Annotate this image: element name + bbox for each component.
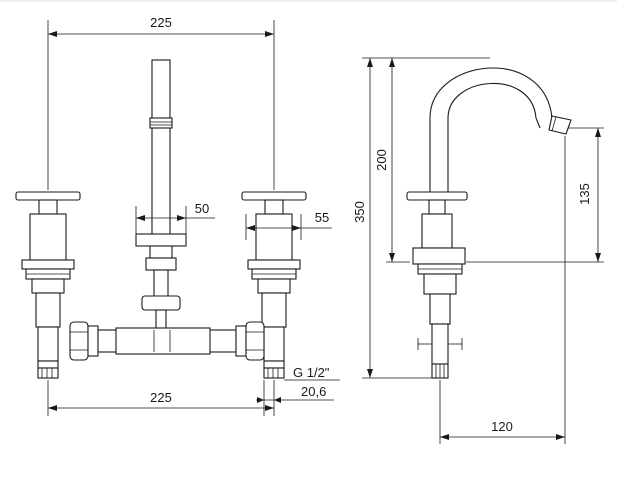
dim-inlet: G 1/2" 20,6 [256,365,340,416]
thread-label: G 1/2" [293,365,330,380]
dim-spout: 50 [135,201,215,234]
front-view: 225 50 [15,15,340,416]
dim-front-top: 225 [47,15,275,190]
dim-label-inlet: 20,6 [301,384,326,399]
dim-label-front-top: 225 [150,15,172,30]
dim-side-spout: 200 [374,58,410,263]
dim-handle: 55 [245,210,332,240]
dim-side-outlet: 135 [466,127,604,263]
dim-label-side-spout: 200 [374,149,389,171]
spout-column [135,59,187,333]
dim-label-spout: 50 [195,201,209,216]
dim-front-bottom: 225 [47,380,275,416]
side-view: 350 200 135 120 [352,57,604,444]
dim-label-side-reach: 120 [491,419,513,434]
dim-label-side-outlet: 135 [577,183,592,205]
top-border [0,0,617,2]
side-body [406,191,468,379]
cross-pipe [97,327,237,355]
right-valve [235,191,307,379]
left-valve [15,191,99,379]
dim-label-front-bottom: 225 [150,390,172,405]
gooseneck-spout [429,67,572,192]
dim-label-handle: 55 [315,210,329,225]
dim-label-side-overall: 350 [352,201,367,223]
dim-side-reach: 120 [439,136,566,444]
dim-side-overall: 350 [352,57,490,379]
